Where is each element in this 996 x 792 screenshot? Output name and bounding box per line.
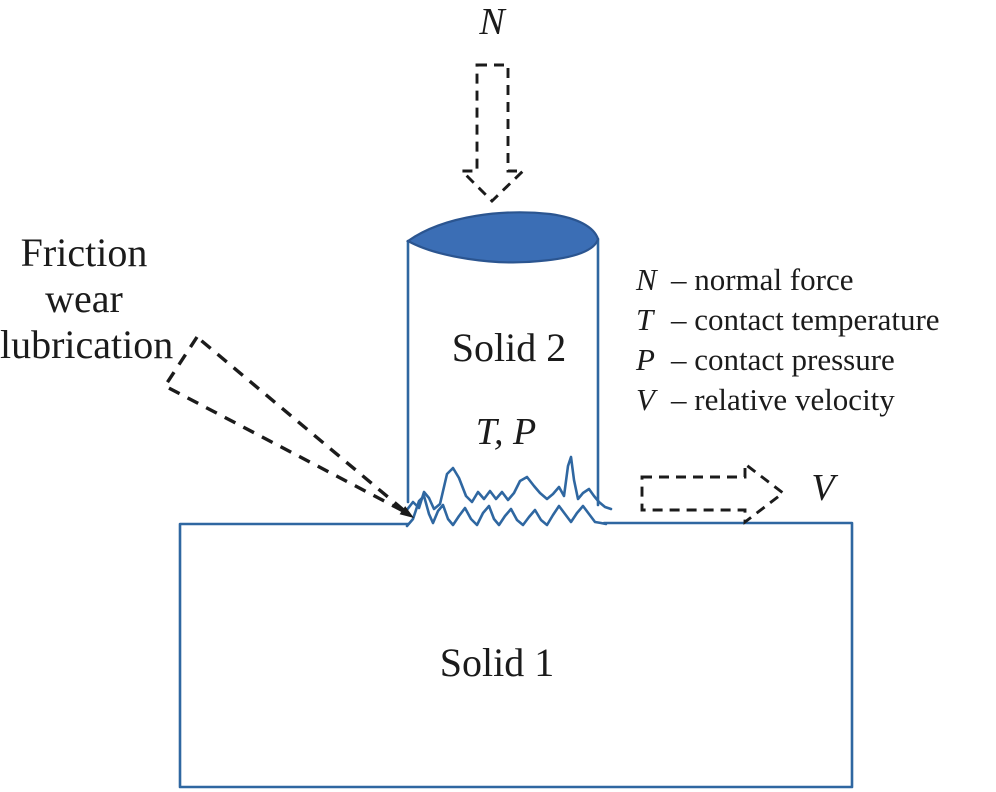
- normal-force-arrow: [458, 63, 527, 204]
- callout-arrowhead: [399, 506, 414, 518]
- callout-cone-outline: [162, 334, 409, 515]
- velocity-arrow-outline: [640, 461, 786, 525]
- legend-symbol: N: [636, 262, 657, 297]
- friction-callout-text: Friction wear lubrication: [0, 230, 174, 368]
- legend-item-contact-pressure: P – contact pressure: [636, 340, 940, 380]
- solid1-outline: [178, 521, 854, 789]
- callout-line-wear: wear: [45, 276, 123, 321]
- solid2-cylinder: [405, 211, 600, 507]
- solid2-label: Solid 2: [451, 325, 567, 370]
- legend-desc: – contact pressure: [671, 342, 895, 377]
- contact-temperature-pressure-label: T, P: [475, 411, 537, 453]
- legend-desc: – contact temperature: [671, 302, 940, 337]
- solid1-label: Solid 1: [439, 640, 555, 685]
- solid2-asperity-line: [404, 455, 613, 513]
- legend-item-contact-temperature: T – contact temperature: [636, 300, 940, 340]
- callout-line-friction: Friction: [20, 230, 148, 275]
- solid1-block: [178, 521, 854, 789]
- velocity-arrow: [640, 461, 786, 525]
- legend-item-normal-force: N – normal force: [636, 260, 940, 300]
- solid1-asperity-line: [405, 494, 608, 528]
- contact-asperities: [404, 455, 613, 528]
- solid2-top-face: [405, 211, 600, 264]
- legend-symbol: V: [636, 382, 655, 417]
- legend-desc: – relative velocity: [671, 382, 895, 417]
- legend-symbol: P: [636, 342, 655, 377]
- normal-force-label: N: [479, 1, 505, 43]
- legend-item-relative-velocity: V – relative velocity: [636, 380, 940, 420]
- legend-desc: – normal force: [671, 262, 854, 297]
- velocity-label: V: [811, 467, 835, 509]
- callout-line-lubrication: lubrication: [0, 322, 174, 367]
- legend: N – normal force T – contact temperature…: [636, 260, 940, 420]
- friction-callout-cone: [162, 334, 414, 518]
- normal-force-arrow-outline: [458, 63, 527, 204]
- legend-symbol: T: [636, 302, 654, 337]
